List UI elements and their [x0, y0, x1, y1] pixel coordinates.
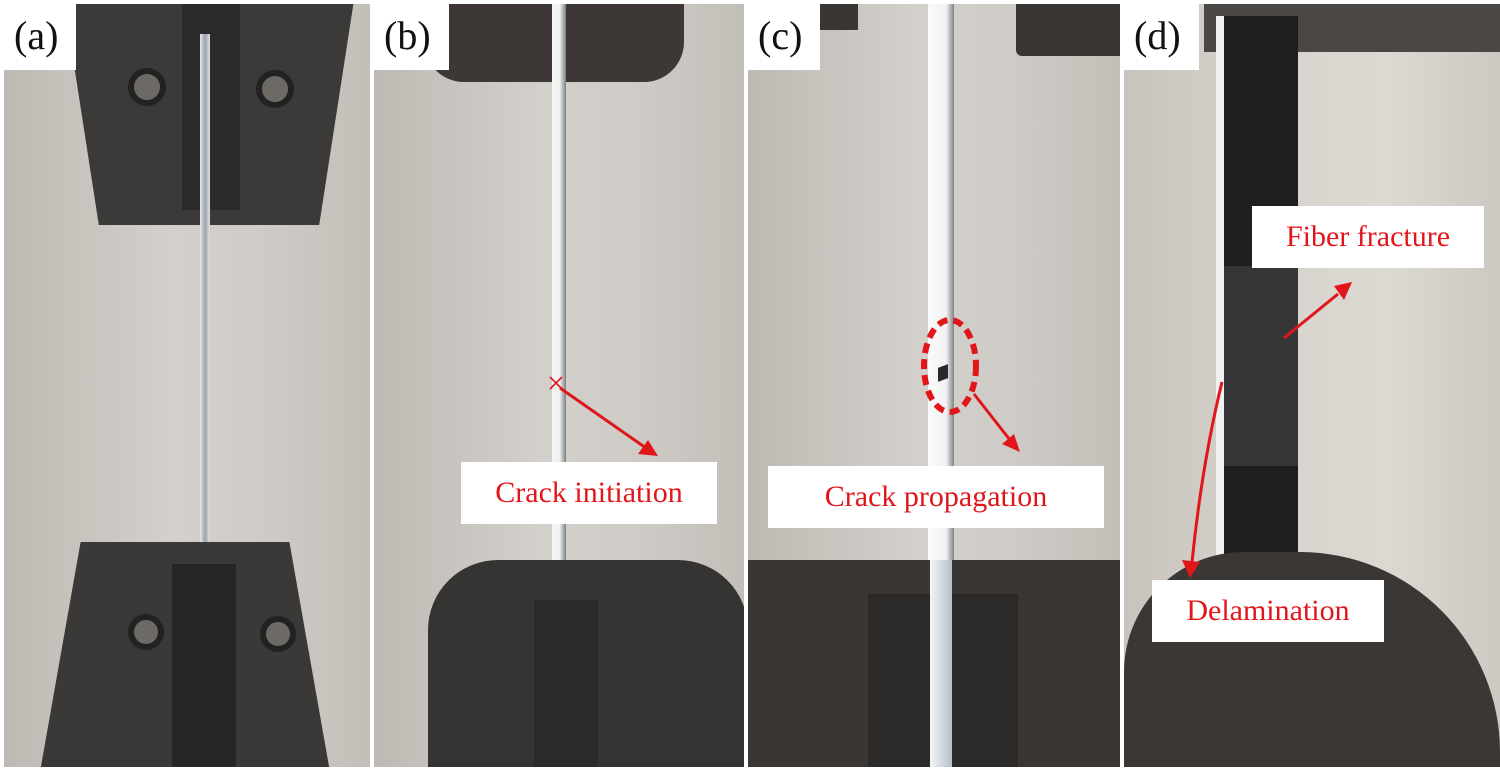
specimen [200, 34, 210, 754]
callout-crack-initiation: Crack initiation [461, 462, 717, 524]
panel-label: (b) [374, 4, 449, 70]
arrow-icon [972, 393, 1020, 452]
upper-grip-left [818, 4, 858, 30]
panel-label: (a) [4, 4, 77, 70]
lower-grip-slot [172, 564, 236, 767]
specimen-edge [1216, 16, 1224, 596]
upper-grip-slot [182, 4, 240, 210]
callout-fiber-fracture: Fiber fracture [1252, 206, 1484, 268]
panel-b: Crack initiation (b) [374, 4, 744, 767]
lower-grip-slot [534, 600, 598, 767]
callout-crack-propagation: Crack propagation [768, 466, 1104, 528]
specimen-lower [930, 560, 952, 767]
annotation-overlay [549, 376, 658, 456]
panel-a: (a) [4, 4, 370, 767]
upper-grip-right [1016, 4, 1120, 56]
annotation-overlay [921, 317, 1020, 452]
bolt-right-lower [260, 616, 296, 652]
bolt-right [256, 70, 294, 108]
callout-delamination: Delamination [1152, 580, 1384, 642]
delaminated-section [1224, 266, 1298, 466]
panel-c: Crack propagation (c) [748, 4, 1120, 767]
bolt-left [128, 68, 166, 106]
crack-highlight-ellipse [921, 317, 979, 415]
panel-label: (d) [1124, 4, 1199, 70]
arrow-icon [1182, 381, 1224, 578]
bolt-left-lower [128, 614, 164, 650]
arrow-icon [1283, 282, 1352, 340]
crack-marker-icon [549, 376, 563, 390]
panel-label: (c) [748, 4, 821, 70]
panel-d: Fiber fracture Delamination (d) [1124, 4, 1500, 767]
annotation-overlay [1182, 282, 1352, 578]
arrow-icon [559, 386, 658, 456]
